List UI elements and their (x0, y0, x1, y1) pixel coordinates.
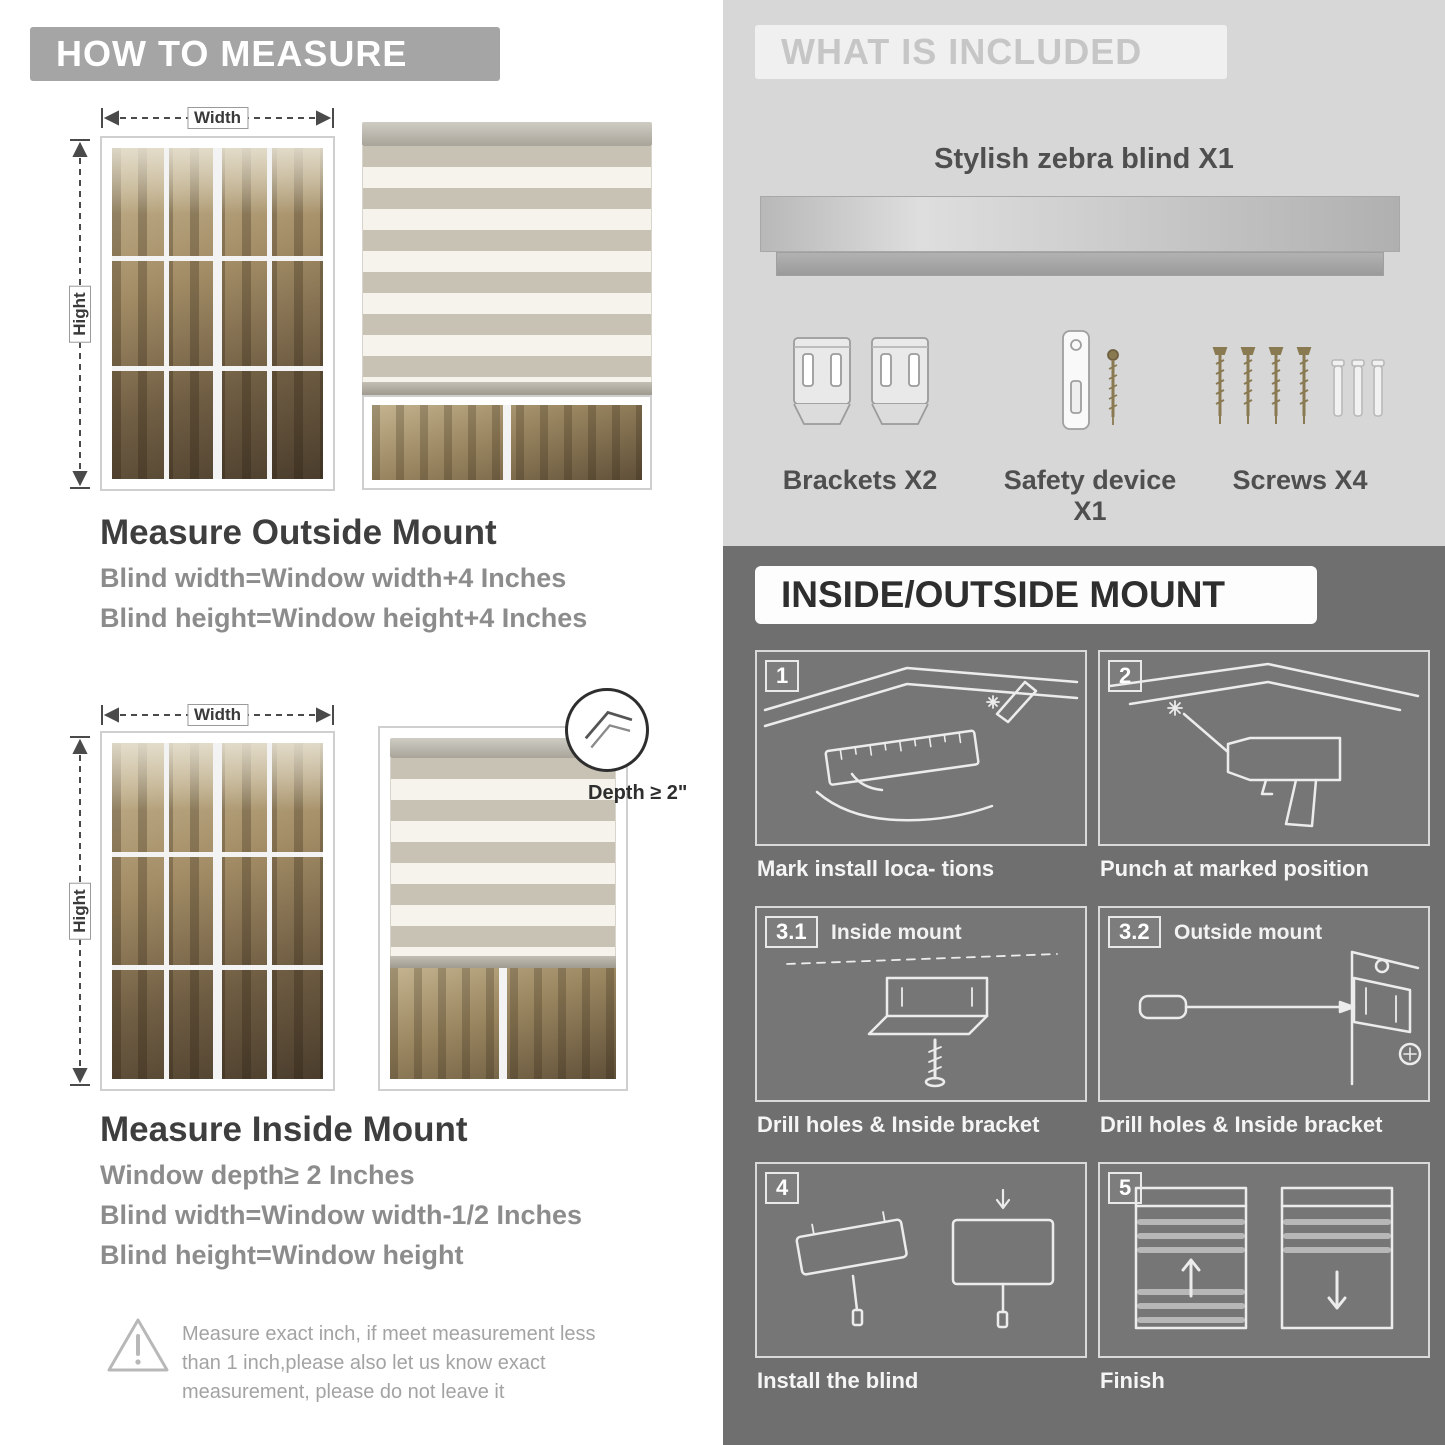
zebra-blind-inside-mount (378, 726, 628, 1091)
step-3-2-illustration (1138, 950, 1422, 1086)
window-below-blind (362, 395, 652, 490)
window-glass (372, 405, 642, 480)
blind-bottom-rail (362, 382, 652, 395)
screws-label: Screws X4 (1232, 465, 1368, 495)
height-arrow-icon (70, 736, 90, 1086)
step-caption-5: Finish (1100, 1368, 1165, 1393)
window-illustration-inside (100, 731, 335, 1091)
zebra-blind-outside-mount (362, 122, 652, 490)
brackets-icon (790, 330, 940, 455)
height-arrow-inside: Hight (68, 735, 92, 1087)
step-5-illustration (1134, 1186, 1394, 1330)
inside-mount-line3: Blind height=Window height (100, 1240, 464, 1270)
inside-mount-line1: Window depth≥ 2 Inches (100, 1160, 415, 1190)
how-to-measure-header: HOW TO MEASURE (30, 27, 500, 81)
step-number: 3.1 (765, 916, 818, 948)
width-arrow-icon (101, 108, 334, 128)
step-panel-1: 1 (755, 650, 1087, 846)
outside-mount-line2: Blind height=Window height+4 Inches (100, 603, 588, 633)
step-panel-4: 4 (755, 1162, 1087, 1358)
brackets-label: Brackets X2 (782, 465, 938, 495)
height-arrow-icon (70, 139, 90, 489)
step-number: 5 (1108, 1172, 1143, 1204)
step-2-illustration (1108, 662, 1420, 828)
step-number: 4 (765, 1172, 800, 1204)
step-4-illustration (795, 1188, 1055, 1329)
depth-detail-callout (565, 688, 649, 772)
step-3-1-illustration (786, 953, 1058, 1088)
window-glass (112, 148, 323, 479)
safety-device-icon (1035, 325, 1145, 460)
mount-panel-background (723, 546, 1445, 1445)
width-arrow-icon (101, 705, 334, 725)
height-label: Hight (69, 285, 91, 343)
step-caption-1: Mark install loca- tions (757, 856, 995, 881)
step-panel-3-1: 3.1 Inside mount (755, 906, 1087, 1102)
step-number: 3.2 (1108, 916, 1161, 948)
step-inner-label: Inside mount (831, 921, 962, 944)
what-is-included-header: WHAT IS INCLUDED (755, 25, 1227, 79)
width-label: Width (186, 704, 249, 726)
blind-stripes (362, 146, 652, 382)
measure-warning-text: Measure exact inch, if meet measurement … (182, 1323, 596, 1403)
blind-stripes (390, 758, 616, 956)
step-number: 1 (765, 660, 800, 692)
blind-cassette (390, 738, 616, 758)
window-glass (112, 743, 323, 1079)
step-panel-2: 2 (1098, 650, 1430, 846)
height-label: Hight (69, 882, 91, 940)
step-inner-label: Outside mount (1174, 921, 1323, 944)
depth-corner-icon (584, 710, 633, 749)
depth-label: Depth ≥ 2" (588, 782, 688, 804)
outside-mount-title: Measure Outside Mount (100, 513, 497, 552)
step-1-illustration (763, 666, 1079, 822)
window-illustration-outside (100, 136, 335, 491)
inside-mount-title: Measure Inside Mount (100, 1110, 468, 1149)
inside-mount-line2: Blind width=Window width-1/2 Inches (100, 1200, 583, 1230)
safety-device-label: Safety device X1 (1003, 465, 1177, 526)
blind-headrail-lip (776, 252, 1384, 276)
blind-headrail-illustration (760, 196, 1400, 252)
warning-triangle-icon (105, 1316, 171, 1381)
step-panel-3-2: 3.2 Outside mount (1098, 906, 1430, 1102)
zebra-blind-item-label: Stylish zebra blind X1 (934, 143, 1234, 175)
screws-icon (1210, 340, 1390, 455)
width-arrow-inside: Width (100, 703, 335, 727)
step-panel-5: 5 (1098, 1162, 1430, 1358)
width-label: Width (186, 107, 249, 129)
width-arrow-outside: Width (100, 106, 335, 130)
blind-cassette (362, 122, 652, 146)
mount-header: INSIDE/OUTSIDE MOUNT (755, 566, 1317, 624)
blind-bottom-rail (390, 956, 616, 968)
step-caption-3-2: Drill holes & Inside bracket (1100, 1112, 1383, 1137)
window-glass (390, 968, 616, 1079)
height-arrow-outside: Hight (68, 138, 92, 490)
outside-mount-line1: Blind width=Window width+4 Inches (100, 563, 567, 593)
step-number: 2 (1108, 660, 1143, 692)
step-caption-2: Punch at marked position (1100, 856, 1369, 881)
step-caption-4: Install the blind (757, 1368, 919, 1393)
step-caption-3-1: Drill holes & Inside bracket (757, 1112, 1040, 1137)
